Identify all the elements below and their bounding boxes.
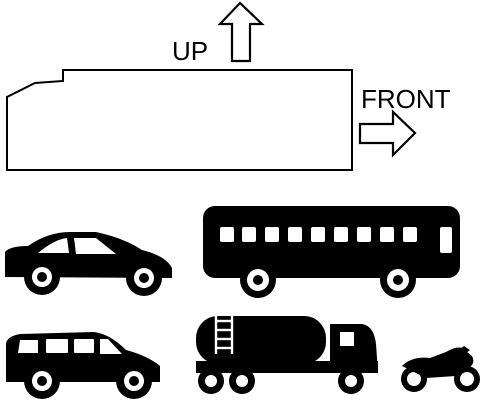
car-sedan-icon — [5, 232, 172, 296]
front-arrow-icon — [358, 109, 417, 158]
up-label: UP — [172, 36, 208, 66]
motorcycle-icon — [401, 346, 480, 392]
suv-icon — [6, 332, 160, 399]
front-label: FRONT — [361, 84, 451, 114]
bus-icon — [203, 206, 460, 298]
tanker-truck-icon — [196, 313, 378, 394]
vehicle-body-outline — [6, 69, 353, 171]
up-arrow-icon — [217, 1, 265, 63]
